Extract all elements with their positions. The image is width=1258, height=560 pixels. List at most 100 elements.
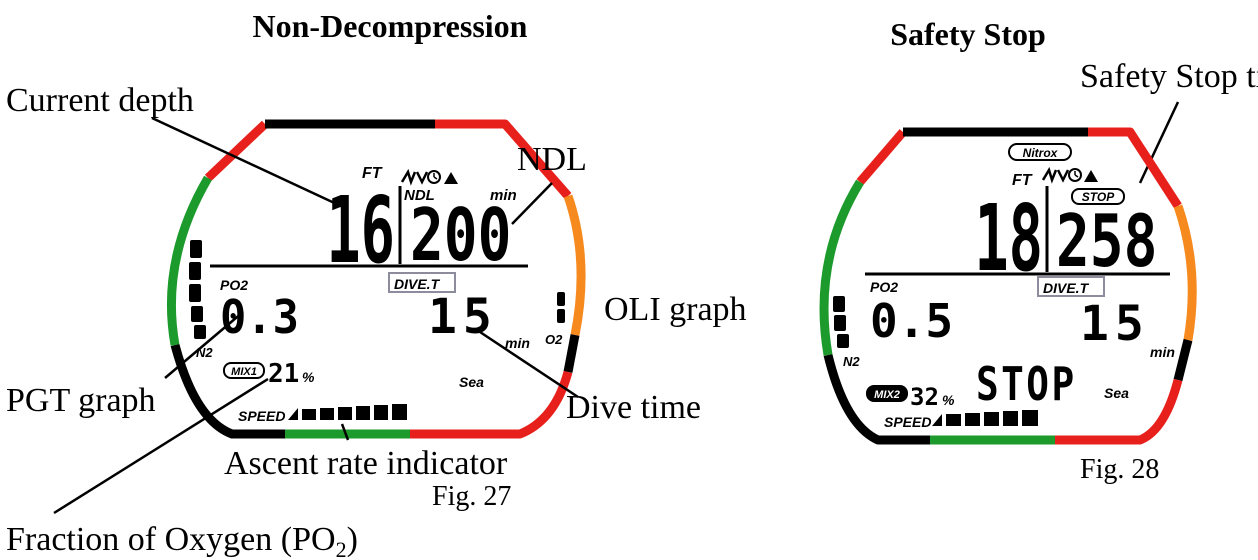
speed-bar [965, 413, 980, 426]
label-current-depth: Current depth [6, 82, 194, 119]
speed-bar [946, 414, 961, 426]
leader-current-depth [151, 116, 344, 209]
fig28-bezel-red-upper-right [1088, 127, 1182, 209]
fig27-ndl-unit: min [490, 187, 517, 204]
fig27-bezel-red-lower-right [410, 370, 573, 439]
fig27-po2-value: 0.3 [220, 290, 299, 344]
leader-dive-time [479, 330, 579, 399]
pgt-bar [189, 262, 201, 280]
fig28-divet-label: DIVE.T [1043, 280, 1090, 296]
fig28-bezel-green-left [819, 179, 864, 356]
fig27-pgt-graph [189, 240, 206, 339]
clock-hands-icon [1074, 171, 1079, 178]
triangle-icon [444, 172, 458, 184]
fig28-mix-value: 32 [910, 383, 939, 411]
label-ascent-rate: Ascent rate indicator [224, 445, 508, 482]
fig27-ascent-rate-bars [288, 404, 407, 420]
label-fraction-oxygen: Fraction of Oxygen (PO2) [6, 521, 358, 560]
fig27: Non-Decompression FT 16 NDL min 200 [6, 8, 747, 560]
triangle-icon [1084, 170, 1098, 182]
label-oli-graph: OLI graph [604, 291, 747, 328]
fig27-depth-value: 16 [326, 178, 395, 285]
clock-icon [1068, 168, 1082, 182]
fig27-ndl-label: NDL [404, 187, 435, 204]
fig27-leader-lines [53, 116, 579, 515]
speed-bar [356, 406, 370, 420]
fig28-bezel-orange-right [1173, 204, 1197, 341]
oli-bar [557, 309, 565, 323]
fig28: Safety Stop Safety Stop time Nitrox [819, 16, 1258, 485]
fig27-bezel-black-right [563, 334, 580, 373]
fig28-bezel-black-lower-left [823, 353, 930, 445]
fig27-water-type: Sea [459, 374, 484, 390]
pgt-bar [189, 284, 201, 302]
fig28-divet-unit: min [1150, 344, 1175, 360]
pgt-bar [834, 315, 846, 331]
fig27-mix-value: 21 [268, 359, 299, 389]
fig27-po2-label: PO2 [220, 277, 248, 293]
fig27-mix-label: MIX1 [231, 366, 257, 378]
clock-hands-icon [433, 173, 438, 180]
fig27-oli-graph [557, 292, 565, 323]
label-pgt-graph: PGT graph [6, 382, 156, 419]
ascent-icon [400, 168, 417, 186]
pgt-bar [194, 325, 206, 339]
label-safety-stop-time: Safety Stop time [1080, 58, 1258, 95]
leader-ascent-rate [340, 423, 350, 441]
fig27-caption: Fig. 27 [432, 481, 511, 512]
leader-fraction-oxygen [53, 377, 269, 515]
fig27-mix-unit: % [302, 369, 315, 385]
fig28-depth-value: 18 [974, 186, 1043, 293]
fig28-nitrox-label: Nitrox [1023, 146, 1059, 160]
fig28-nitrox-badge [1008, 143, 1072, 161]
fig28-bezel-red-lower-right [1055, 378, 1183, 445]
fig27-ndl-value: 200 [410, 194, 511, 278]
fig27-status-icons [400, 168, 458, 186]
label-dive-time: Dive time [566, 389, 701, 426]
fig28-stop-text: STOP [976, 357, 1077, 411]
fig28-water-type: Sea [1104, 385, 1129, 401]
fig27-mix-badge [223, 362, 265, 379]
label-fraction-oxygen-close: ) [347, 521, 358, 558]
fig28-divet-value: 15 [1080, 296, 1150, 352]
fig27-bezel [166, 119, 586, 439]
fig27-bezel-green-left [166, 175, 212, 346]
speed-triangle [932, 414, 942, 426]
v-icon [1056, 169, 1070, 183]
fig28-bezel [819, 127, 1197, 445]
fig28-mix-badge [866, 385, 908, 402]
fig27-n2-label: N2 [196, 345, 213, 360]
fig28-mix-unit: % [942, 392, 955, 408]
fig27-bezel-red-upper-right [435, 119, 572, 199]
fig27-o2-label: O2 [545, 332, 563, 347]
fig28-po2-label: PO2 [870, 279, 898, 295]
fig27-divet-label: DIVE.T [394, 276, 441, 292]
speed-bar [338, 407, 352, 420]
fig28-speed-label: SPEED [884, 414, 931, 430]
label-fraction-oxygen-main: Fraction of Oxygen (PO [6, 521, 336, 558]
fig27-title: Non-Decompression [253, 8, 528, 44]
fig27-speed-label: SPEED [238, 408, 285, 424]
leader-ndl [511, 182, 553, 225]
fig27-bezel-red-upper-left [204, 120, 269, 182]
fig28-bezel-black-right [1173, 338, 1193, 382]
speed-triangle [288, 408, 298, 420]
speed-bar [1003, 411, 1018, 426]
fig27-depth-unit: FT [362, 165, 383, 182]
fig28-stop-label: STOP [1082, 190, 1115, 204]
speed-bar [392, 404, 407, 420]
pgt-bar [190, 240, 202, 258]
oli-bar [557, 292, 565, 306]
clock-icon [427, 170, 441, 184]
fig28-stop-value: 258 [1056, 200, 1157, 284]
fig28-stop-badge [1071, 188, 1125, 205]
fig28-status-icons [1041, 166, 1098, 184]
speed-bar [1022, 410, 1038, 426]
leader-pgt [164, 311, 244, 379]
v-icon [415, 171, 429, 185]
fig28-n2-label: N2 [843, 354, 860, 369]
fig28-title: Safety Stop [890, 16, 1046, 52]
label-ndl: NDL [517, 141, 587, 178]
pgt-bar [191, 306, 203, 322]
